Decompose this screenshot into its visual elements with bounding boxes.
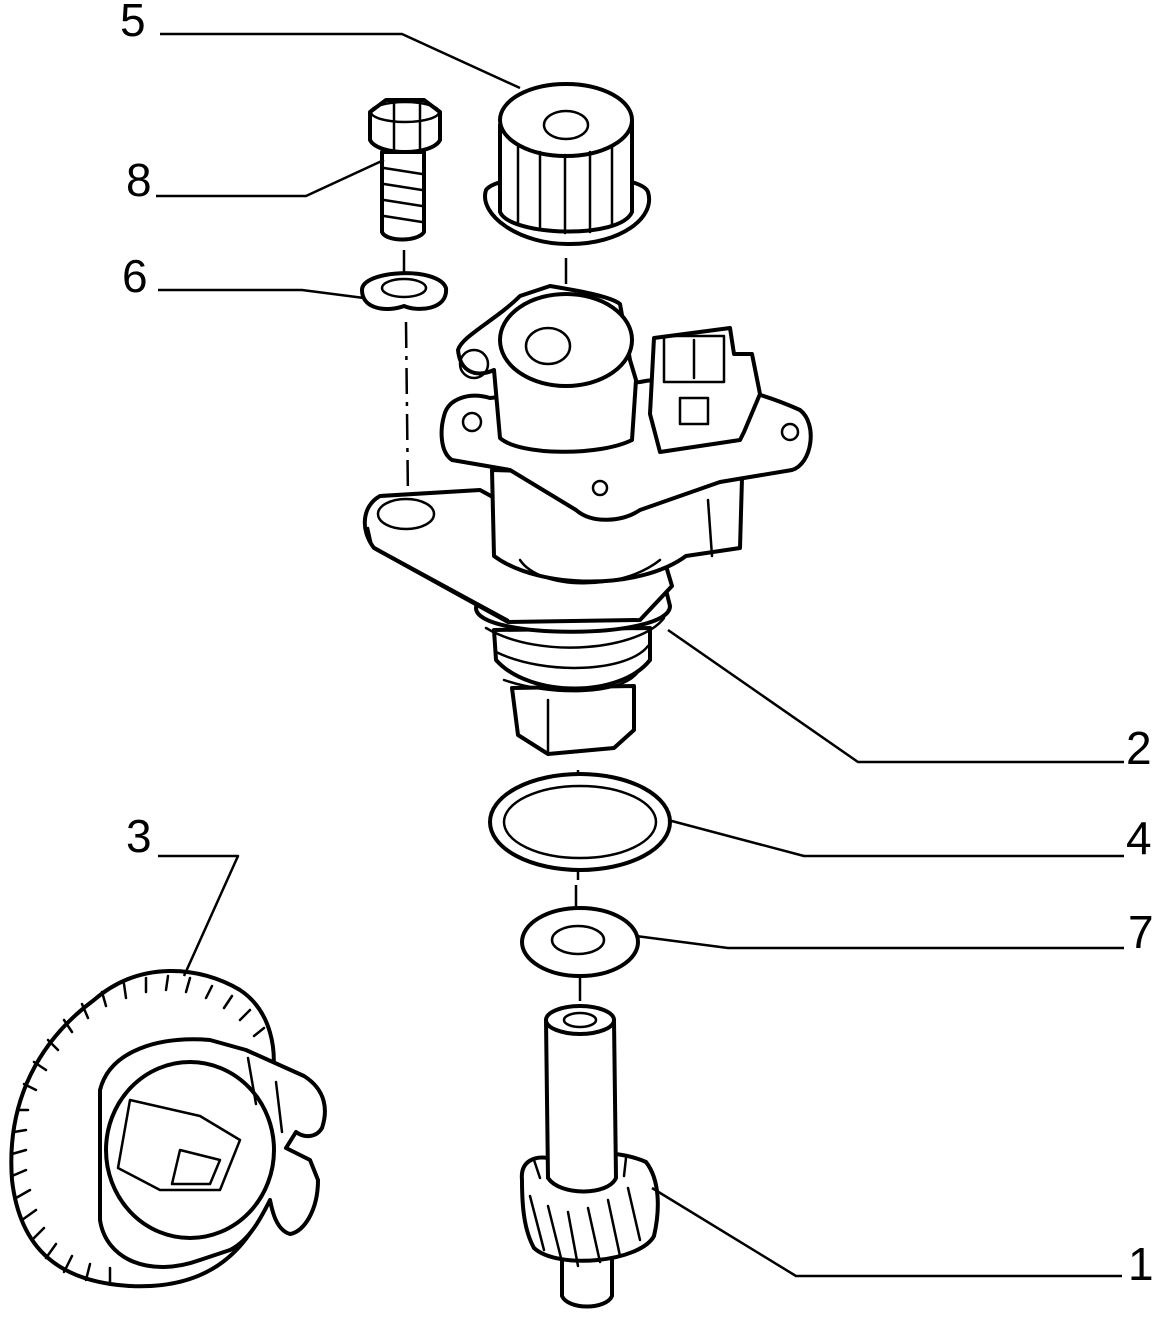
part-8-bolt	[368, 98, 442, 242]
part-3-gear-wheel	[9, 969, 327, 1289]
callout-2: 2	[1126, 722, 1152, 774]
leader-5	[160, 32, 521, 90]
callout-7: 7	[1128, 906, 1154, 958]
part-1-drive-pinion	[519, 1004, 660, 1309]
leader-lines	[156, 32, 1124, 1278]
leader-3	[158, 854, 240, 977]
callout-6: 6	[122, 250, 148, 302]
callout-4: 4	[1126, 812, 1152, 864]
callout-3: 3	[126, 810, 152, 862]
callout-8: 8	[126, 154, 152, 206]
part-4-o-ring	[488, 772, 672, 872]
leader-8	[156, 158, 385, 198]
part-7-thrust-washer	[520, 906, 640, 978]
leader-1	[651, 1186, 1122, 1278]
leader-7	[635, 934, 1124, 950]
part-5-cap	[483, 82, 652, 247]
callout-5: 5	[120, 0, 146, 46]
callout-1: 1	[1128, 1238, 1154, 1290]
leader-4	[667, 818, 1124, 858]
callout-labels: 5 8 6 2 3 4 7 1	[120, 0, 1154, 1290]
part-6-washer	[360, 271, 449, 311]
part-2-sensor-housing	[362, 284, 813, 756]
leader-2	[667, 628, 1124, 764]
leader-6	[158, 288, 365, 300]
